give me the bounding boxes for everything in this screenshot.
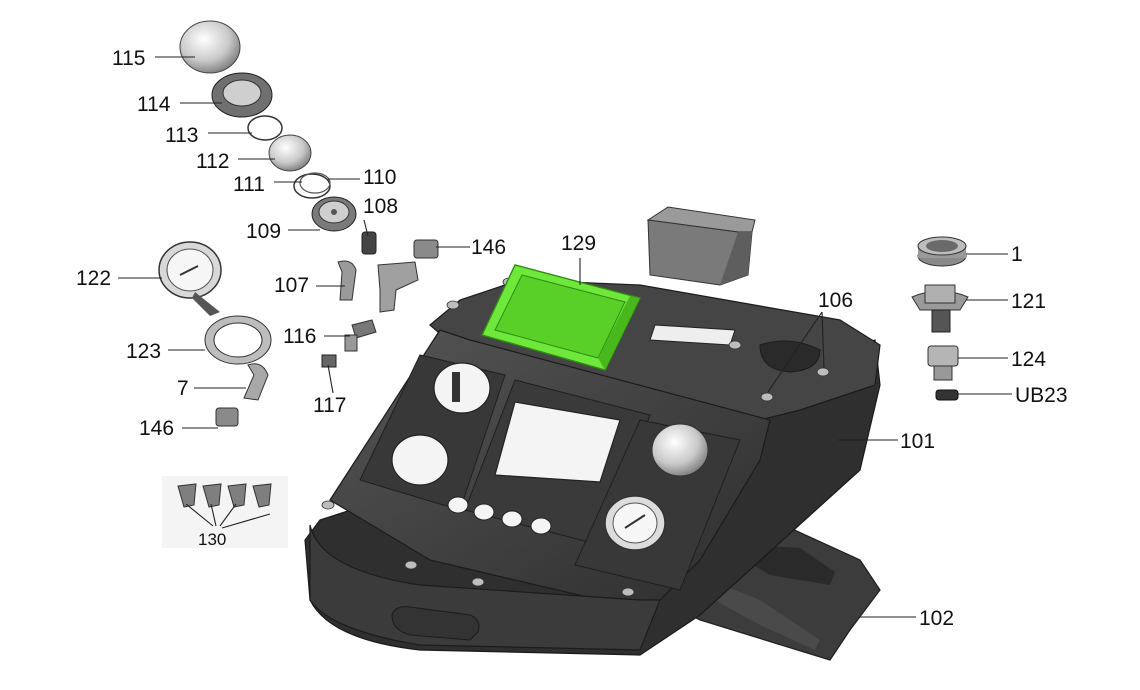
callout-146-bottom: 146 xyxy=(139,417,174,440)
callout-111: 111 xyxy=(233,173,265,196)
main-body-101 xyxy=(304,277,881,656)
callout-115: 115 xyxy=(112,47,145,70)
callout-116: 116 xyxy=(283,325,316,348)
callout-146-top: 146 xyxy=(471,236,506,259)
oring-113 xyxy=(247,115,283,141)
callout-UB23: UB23 xyxy=(1015,384,1068,407)
callout-124: 124 xyxy=(1011,348,1046,371)
fitting-124 xyxy=(927,345,959,381)
dome-cap-115 xyxy=(179,20,241,74)
callout-130: 130 xyxy=(198,530,226,549)
callout-106: 106 xyxy=(818,289,853,312)
bolt-117 xyxy=(321,354,337,368)
fitting-108 xyxy=(361,231,377,255)
collar-1 xyxy=(917,236,967,267)
callout-114: 114 xyxy=(137,93,171,116)
leader-lines xyxy=(118,56,1012,618)
clip-UB23 xyxy=(935,389,959,401)
callout-112: 112 xyxy=(196,150,229,173)
orings-110-111 xyxy=(293,172,331,199)
callout-129: 129 xyxy=(561,232,596,255)
tee-fitting xyxy=(377,261,419,313)
callout-123: 123 xyxy=(126,340,161,363)
dome-112 xyxy=(268,134,312,172)
callout-117: 117 xyxy=(313,394,346,417)
elbow-7 xyxy=(243,363,269,401)
gauge-122 xyxy=(158,241,222,316)
callout-labels: 115 114 113 112 111 110 109 108 107 116 … xyxy=(76,47,1068,630)
display-part-129 xyxy=(481,264,642,371)
callout-102: 102 xyxy=(919,607,954,630)
callout-101: 101 xyxy=(900,430,935,453)
socket-109 xyxy=(311,196,357,232)
callout-1: 1 xyxy=(1011,243,1023,266)
callout-122: 122 xyxy=(76,267,111,290)
elbow-107 xyxy=(337,260,357,301)
fitting-121 xyxy=(911,284,969,333)
battery-box xyxy=(646,206,756,286)
fitting-146-top xyxy=(413,239,439,259)
callout-107: 107 xyxy=(274,274,309,297)
callout-109: 109 xyxy=(246,220,281,243)
callout-113: 113 xyxy=(165,124,198,147)
ring-123 xyxy=(204,315,272,365)
fitting-146-bottom xyxy=(215,407,239,427)
barb-116 xyxy=(344,319,377,352)
callout-110: 110 xyxy=(363,166,396,189)
callout-121: 121 xyxy=(1011,290,1046,313)
callout-7: 7 xyxy=(177,377,189,400)
callout-108: 108 xyxy=(363,195,398,218)
ring-114 xyxy=(211,72,273,118)
caps-130 xyxy=(162,476,288,548)
